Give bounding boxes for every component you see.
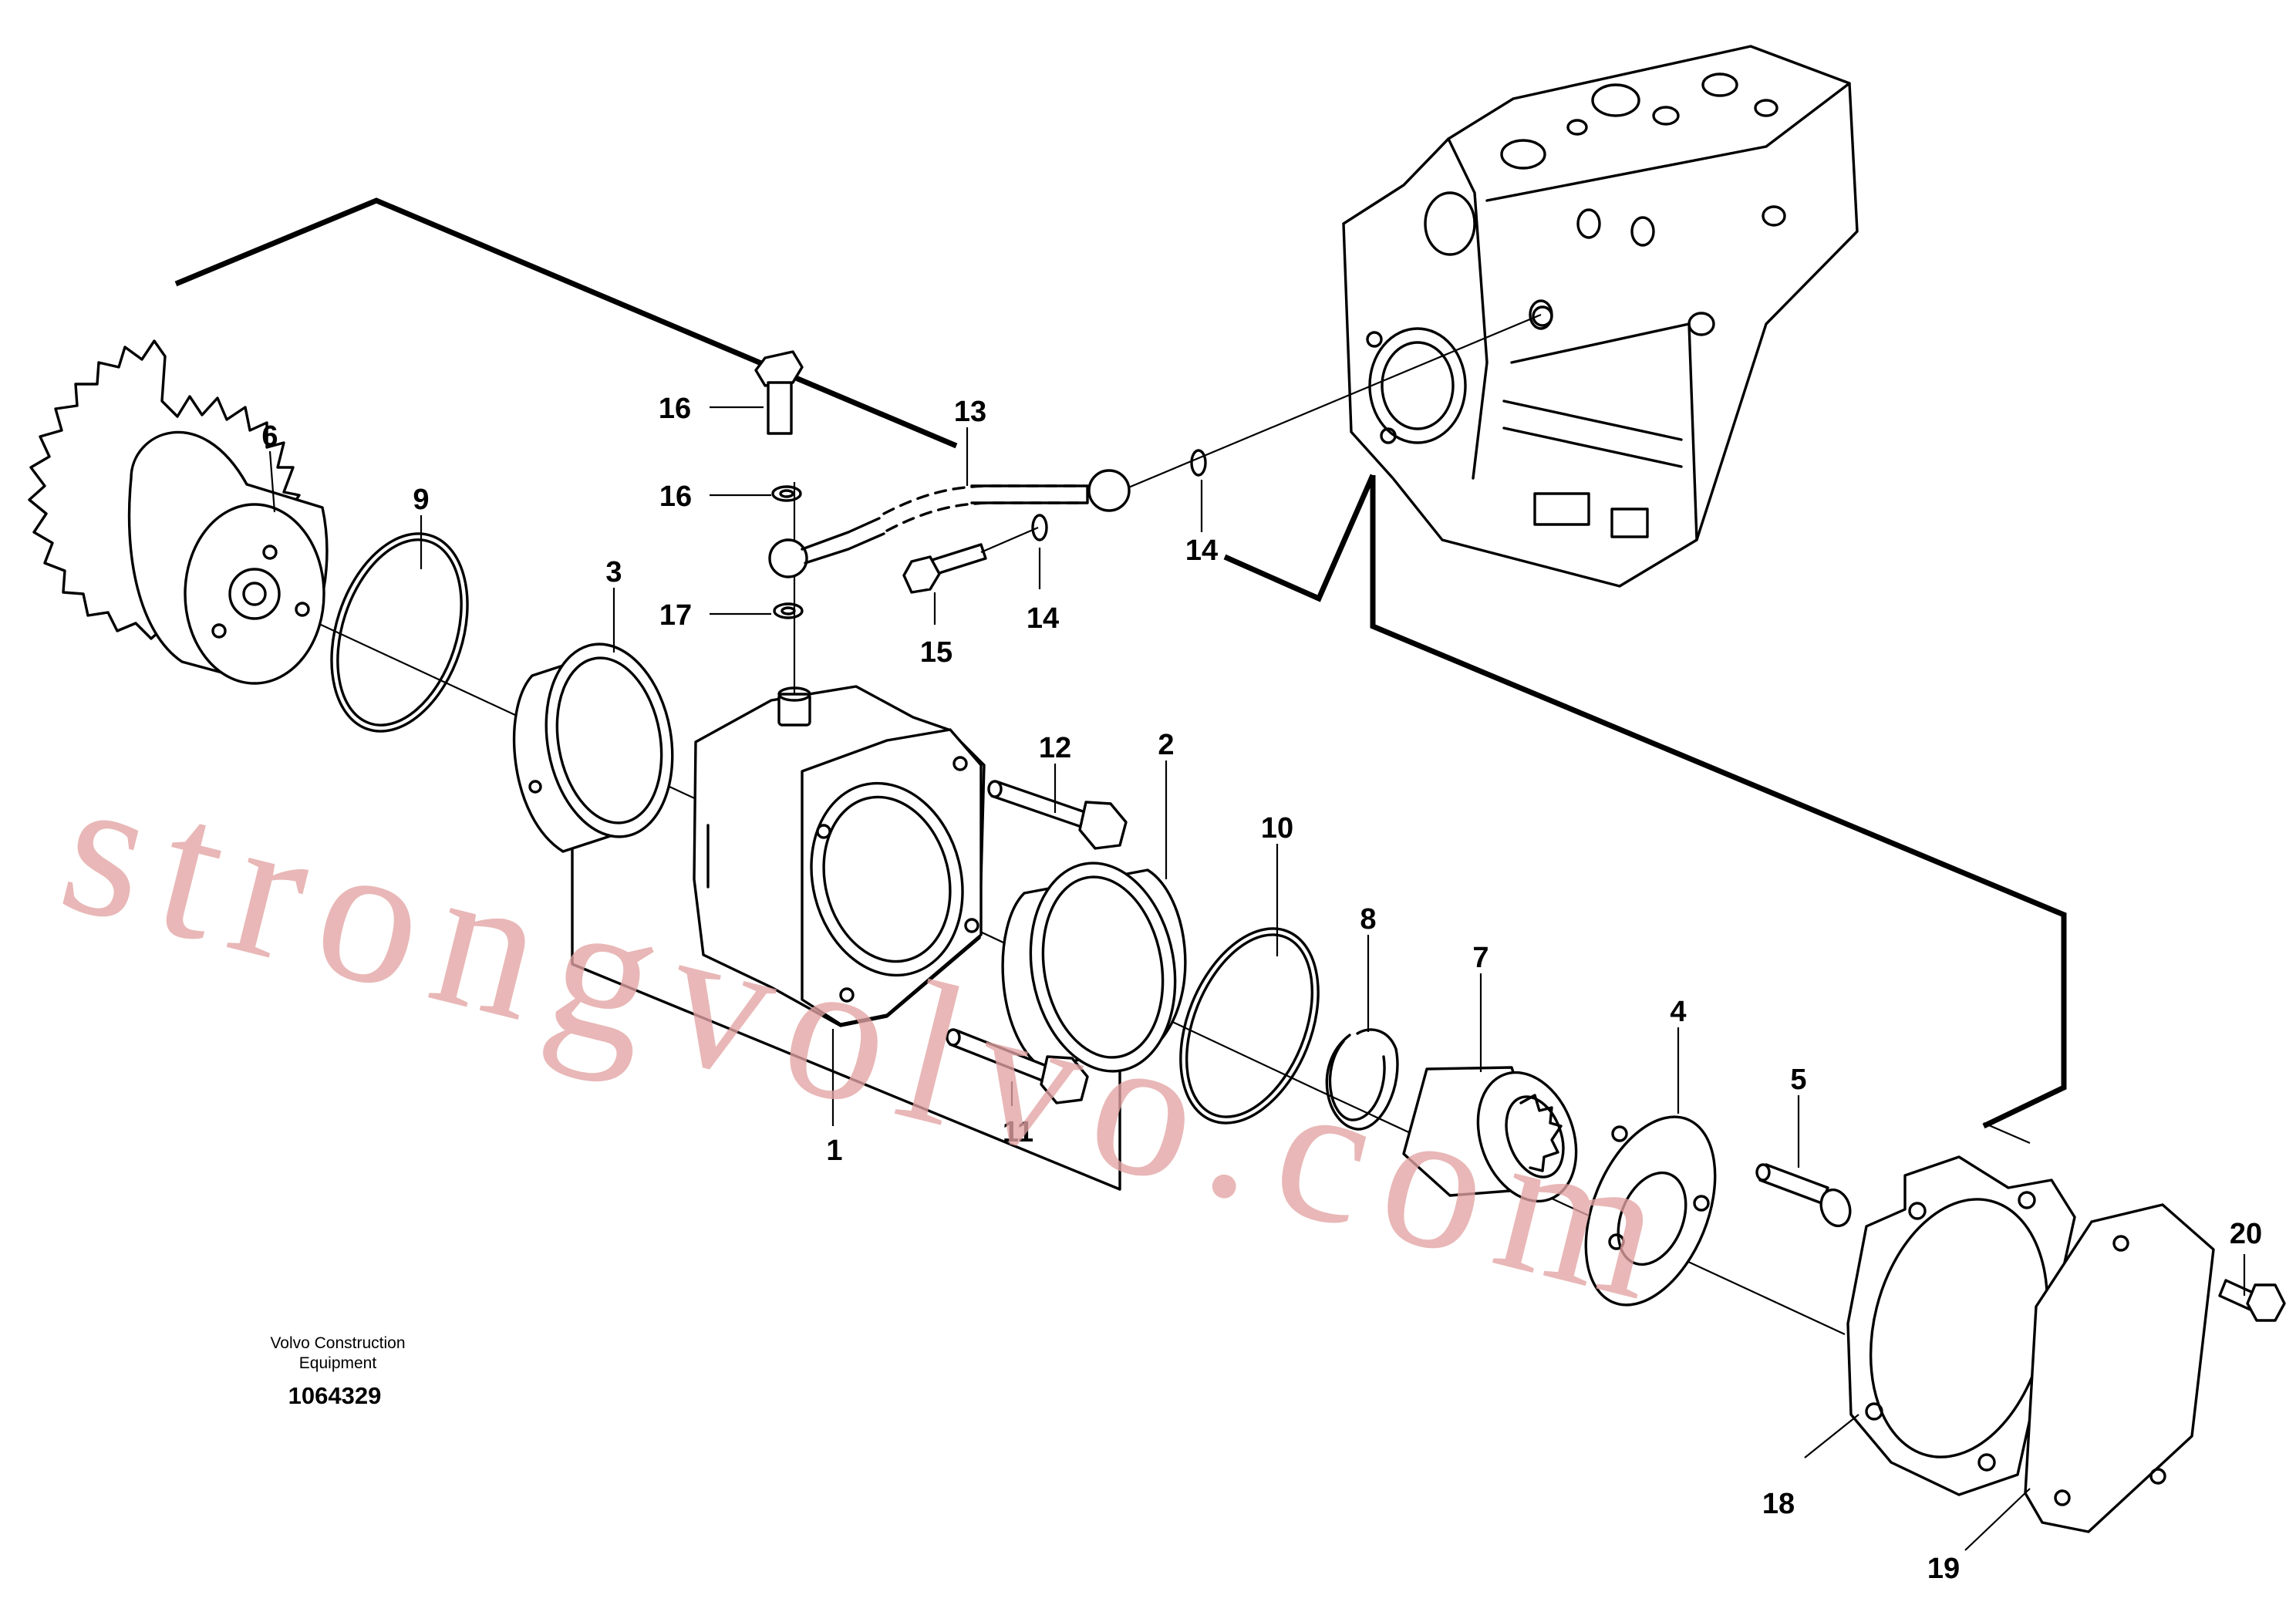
callout-6: 6	[261, 420, 278, 453]
callout-7: 7	[1472, 942, 1489, 974]
part-5-screw	[1755, 1163, 1852, 1228]
part-9-o-ring	[330, 532, 469, 733]
callout-20: 20	[2230, 1218, 2262, 1250]
part-19-cover	[2024, 1203, 2215, 1533]
callout-14-right: 14	[1185, 534, 1218, 567]
callout-17: 16	[659, 393, 691, 425]
part-8-snap-ring	[1325, 1028, 1399, 1131]
callout-11: 11	[1003, 1116, 1033, 1148]
part-3-bushing	[513, 642, 674, 853]
part-10-o-ring	[1179, 927, 1320, 1125]
engine-block	[1342, 45, 1859, 588]
callout-16-upper: 16	[659, 481, 692, 513]
callout-12: 12	[1039, 732, 1071, 764]
part-11-bolt	[946, 1028, 1089, 1104]
callout-13: 13	[954, 396, 986, 428]
part-7-coupling	[1402, 1066, 1578, 1203]
part-17-banjo-bolt	[754, 350, 804, 435]
callout-14-left: 14	[1027, 602, 1059, 635]
callout-10: 10	[1261, 812, 1293, 845]
part-15-bolt	[902, 543, 987, 594]
callout-labels: 6 9 3 2 12 11 10 8 7 4 5 1 16 16 17 13 1…	[261, 393, 2262, 1585]
part-12-bolt	[987, 780, 1128, 850]
callout-18: 18	[1762, 1488, 1795, 1520]
callout-4: 4	[1670, 996, 1686, 1028]
callout-1: 1	[826, 1135, 842, 1167]
part-6-gear	[28, 339, 329, 685]
callout-9: 9	[413, 484, 429, 516]
callout-15: 15	[920, 636, 952, 669]
callout-8: 8	[1360, 903, 1376, 936]
part-4-flange	[1584, 1115, 1717, 1307]
part-1-housing	[693, 685, 986, 1027]
callout-2: 2	[1158, 729, 1174, 761]
part-14-washer-left	[1031, 514, 1048, 541]
part-16-washer-upper	[771, 485, 802, 502]
part-13-oil-pipe	[768, 469, 1131, 578]
part-14-washer-right	[1190, 449, 1207, 477]
part-16-washer-lower	[773, 602, 804, 619]
publisher-line-2: Equipment	[299, 1354, 377, 1372]
publisher-block: Volvo Construction Equipment 1064329	[270, 1334, 405, 1409]
part-20-bolt	[2218, 1279, 2286, 1322]
part-2-bushing	[1001, 862, 1187, 1073]
callout-leaders	[268, 406, 2246, 1551]
callout-3: 3	[605, 556, 622, 588]
publisher-line-1: Volvo Construction	[270, 1334, 405, 1352]
callout-5: 5	[1790, 1064, 1806, 1096]
callout-19: 19	[1927, 1553, 1960, 1585]
document-number: 1064329	[288, 1382, 382, 1409]
callout-16-lower: 17	[659, 599, 692, 632]
